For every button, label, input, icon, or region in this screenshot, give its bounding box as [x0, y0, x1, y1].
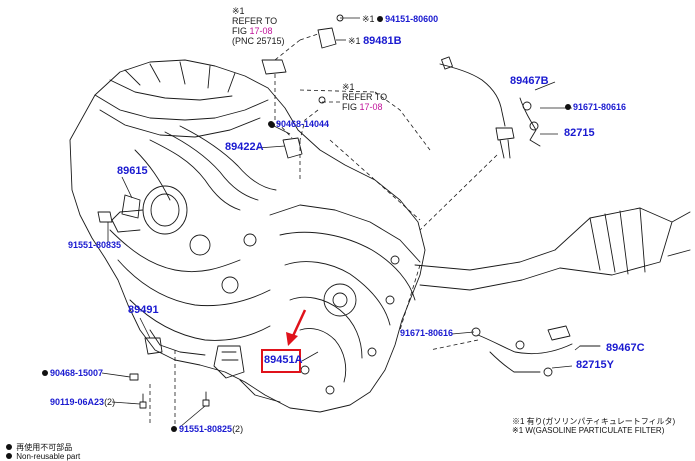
engine-outline	[69, 59, 426, 413]
top-fig-ref-link[interactable]: 17-08	[249, 26, 273, 36]
legend-line-1: 再使用不可部品	[6, 443, 80, 452]
non-reusable-dot-icon	[377, 16, 384, 22]
footnote-jp: ※1 有り(ガソリンパティキュレートフィルタ)	[512, 417, 676, 426]
callout-82715-number: 82715	[564, 127, 595, 139]
top-note-mark: ※1	[232, 6, 245, 16]
callout-90119-number: 90119-06A23	[50, 397, 105, 407]
mid-note-mark: ※1	[342, 82, 355, 92]
callout-91551-80825-qty: (2)	[232, 424, 244, 434]
non-reusable-dot-icon	[565, 104, 571, 110]
callout-90468-14044[interactable]: 90468-14044	[268, 119, 329, 129]
callout-82715Y[interactable]: 82715Y	[576, 359, 614, 371]
callout-89481B-mark: ※1	[348, 36, 361, 46]
callout-89422A[interactable]: 89422A	[225, 141, 264, 153]
callout-89451A-number: 89451A	[264, 354, 303, 366]
callout-89481B[interactable]: ※1 89481B	[348, 35, 402, 47]
non-reusable-dot-icon	[171, 426, 177, 432]
callout-91551-80825-number: 91551-80825	[179, 424, 233, 434]
top-fig-prefix: FIG	[232, 26, 247, 36]
callout-89467B[interactable]: 89467B	[510, 75, 549, 87]
callout-94151[interactable]: ※1 94151-80600	[362, 14, 438, 24]
o2-sensor-upper-wire	[439, 63, 506, 127]
mid-refer-text: REFER TO	[342, 92, 388, 102]
mid-refer-block: ※1 REFER TO FIG 17-08	[342, 82, 387, 112]
callout-90468-14044-number: 90468-14044	[276, 119, 330, 129]
callout-90119-qty: (2)	[104, 397, 116, 407]
legend-text-2: Non-reusable part	[16, 452, 81, 461]
footnote-block: ※1 有り(ガソリンパティキュレートフィルタ) ※1 W(GASOLINE PA…	[512, 417, 675, 435]
callout-89422A-number: 89422A	[225, 141, 264, 153]
callout-89615[interactable]: 89615	[117, 165, 148, 177]
callout-89491-number: 89491	[128, 304, 159, 316]
legend-dot-icon	[6, 453, 12, 459]
callout-89481B-number: 89481B	[363, 35, 402, 47]
highlight-arrow	[286, 309, 307, 346]
callout-89615-number: 89615	[117, 165, 148, 177]
legend-line-2: Non-reusable part	[6, 452, 80, 461]
highlight-box-89451A	[261, 349, 301, 373]
callout-91671-b[interactable]: 91671-80616	[400, 328, 453, 338]
o2-sensor-lower-wire	[477, 334, 573, 355]
callout-89451A[interactable]: 89451A	[264, 354, 303, 366]
callout-89467B-number: 89467B	[510, 75, 549, 87]
top-fig-line: FIG 17-08	[232, 26, 285, 36]
callout-89467C-number: 89467C	[606, 342, 645, 354]
legend-dot-icon	[6, 444, 12, 450]
callout-82715Y-number: 82715Y	[576, 359, 614, 371]
callout-91671-a-number: 91671-80616	[573, 102, 627, 112]
top-refer-text: REFER TO	[232, 16, 278, 26]
transaxle-outline	[269, 204, 421, 263]
callout-91551-80835-number: 91551-80835	[68, 240, 122, 250]
callout-89467C[interactable]: 89467C	[606, 342, 645, 354]
mid-fig-prefix: FIG	[342, 102, 357, 112]
top-refer-block: ※1 REFER TO FIG 17-08 (PNC 25715)	[232, 6, 285, 46]
callout-82715[interactable]: 82715	[564, 127, 595, 139]
callout-94151-number: 94151-80600	[385, 14, 439, 24]
exhaust-pipe	[414, 249, 556, 271]
callout-90119[interactable]: 90119-06A23(2)	[50, 397, 115, 407]
callout-91671-b-number: 91671-80616	[400, 328, 454, 338]
non-reusable-dot-icon	[42, 370, 48, 376]
callout-90468-15007[interactable]: 90468-15007	[42, 368, 103, 378]
legend-text-1: 再使用不可部品	[16, 443, 73, 452]
callout-90468-15007-number: 90468-15007	[50, 368, 104, 378]
footnote-en: ※1 W(GASOLINE PARTICULATE FILTER)	[512, 426, 665, 435]
legend-block: 再使用不可部品 Non-reusable part	[6, 443, 80, 461]
callout-89491[interactable]: 89491	[128, 304, 159, 316]
non-reusable-dot-icon	[268, 121, 274, 127]
callout-91551-80825[interactable]: 91551-80825(2)	[171, 424, 243, 434]
mid-fig-ref-link[interactable]: 17-08	[359, 102, 383, 112]
top-pnc: (PNC 25715)	[232, 36, 285, 46]
callout-91551-80835[interactable]: 91551-80835	[68, 240, 121, 250]
callout-91671-a[interactable]: 91671-80616	[565, 102, 626, 112]
callout-94151-mark: ※1	[362, 14, 375, 24]
mid-fig-line: FIG 17-08	[342, 102, 387, 112]
